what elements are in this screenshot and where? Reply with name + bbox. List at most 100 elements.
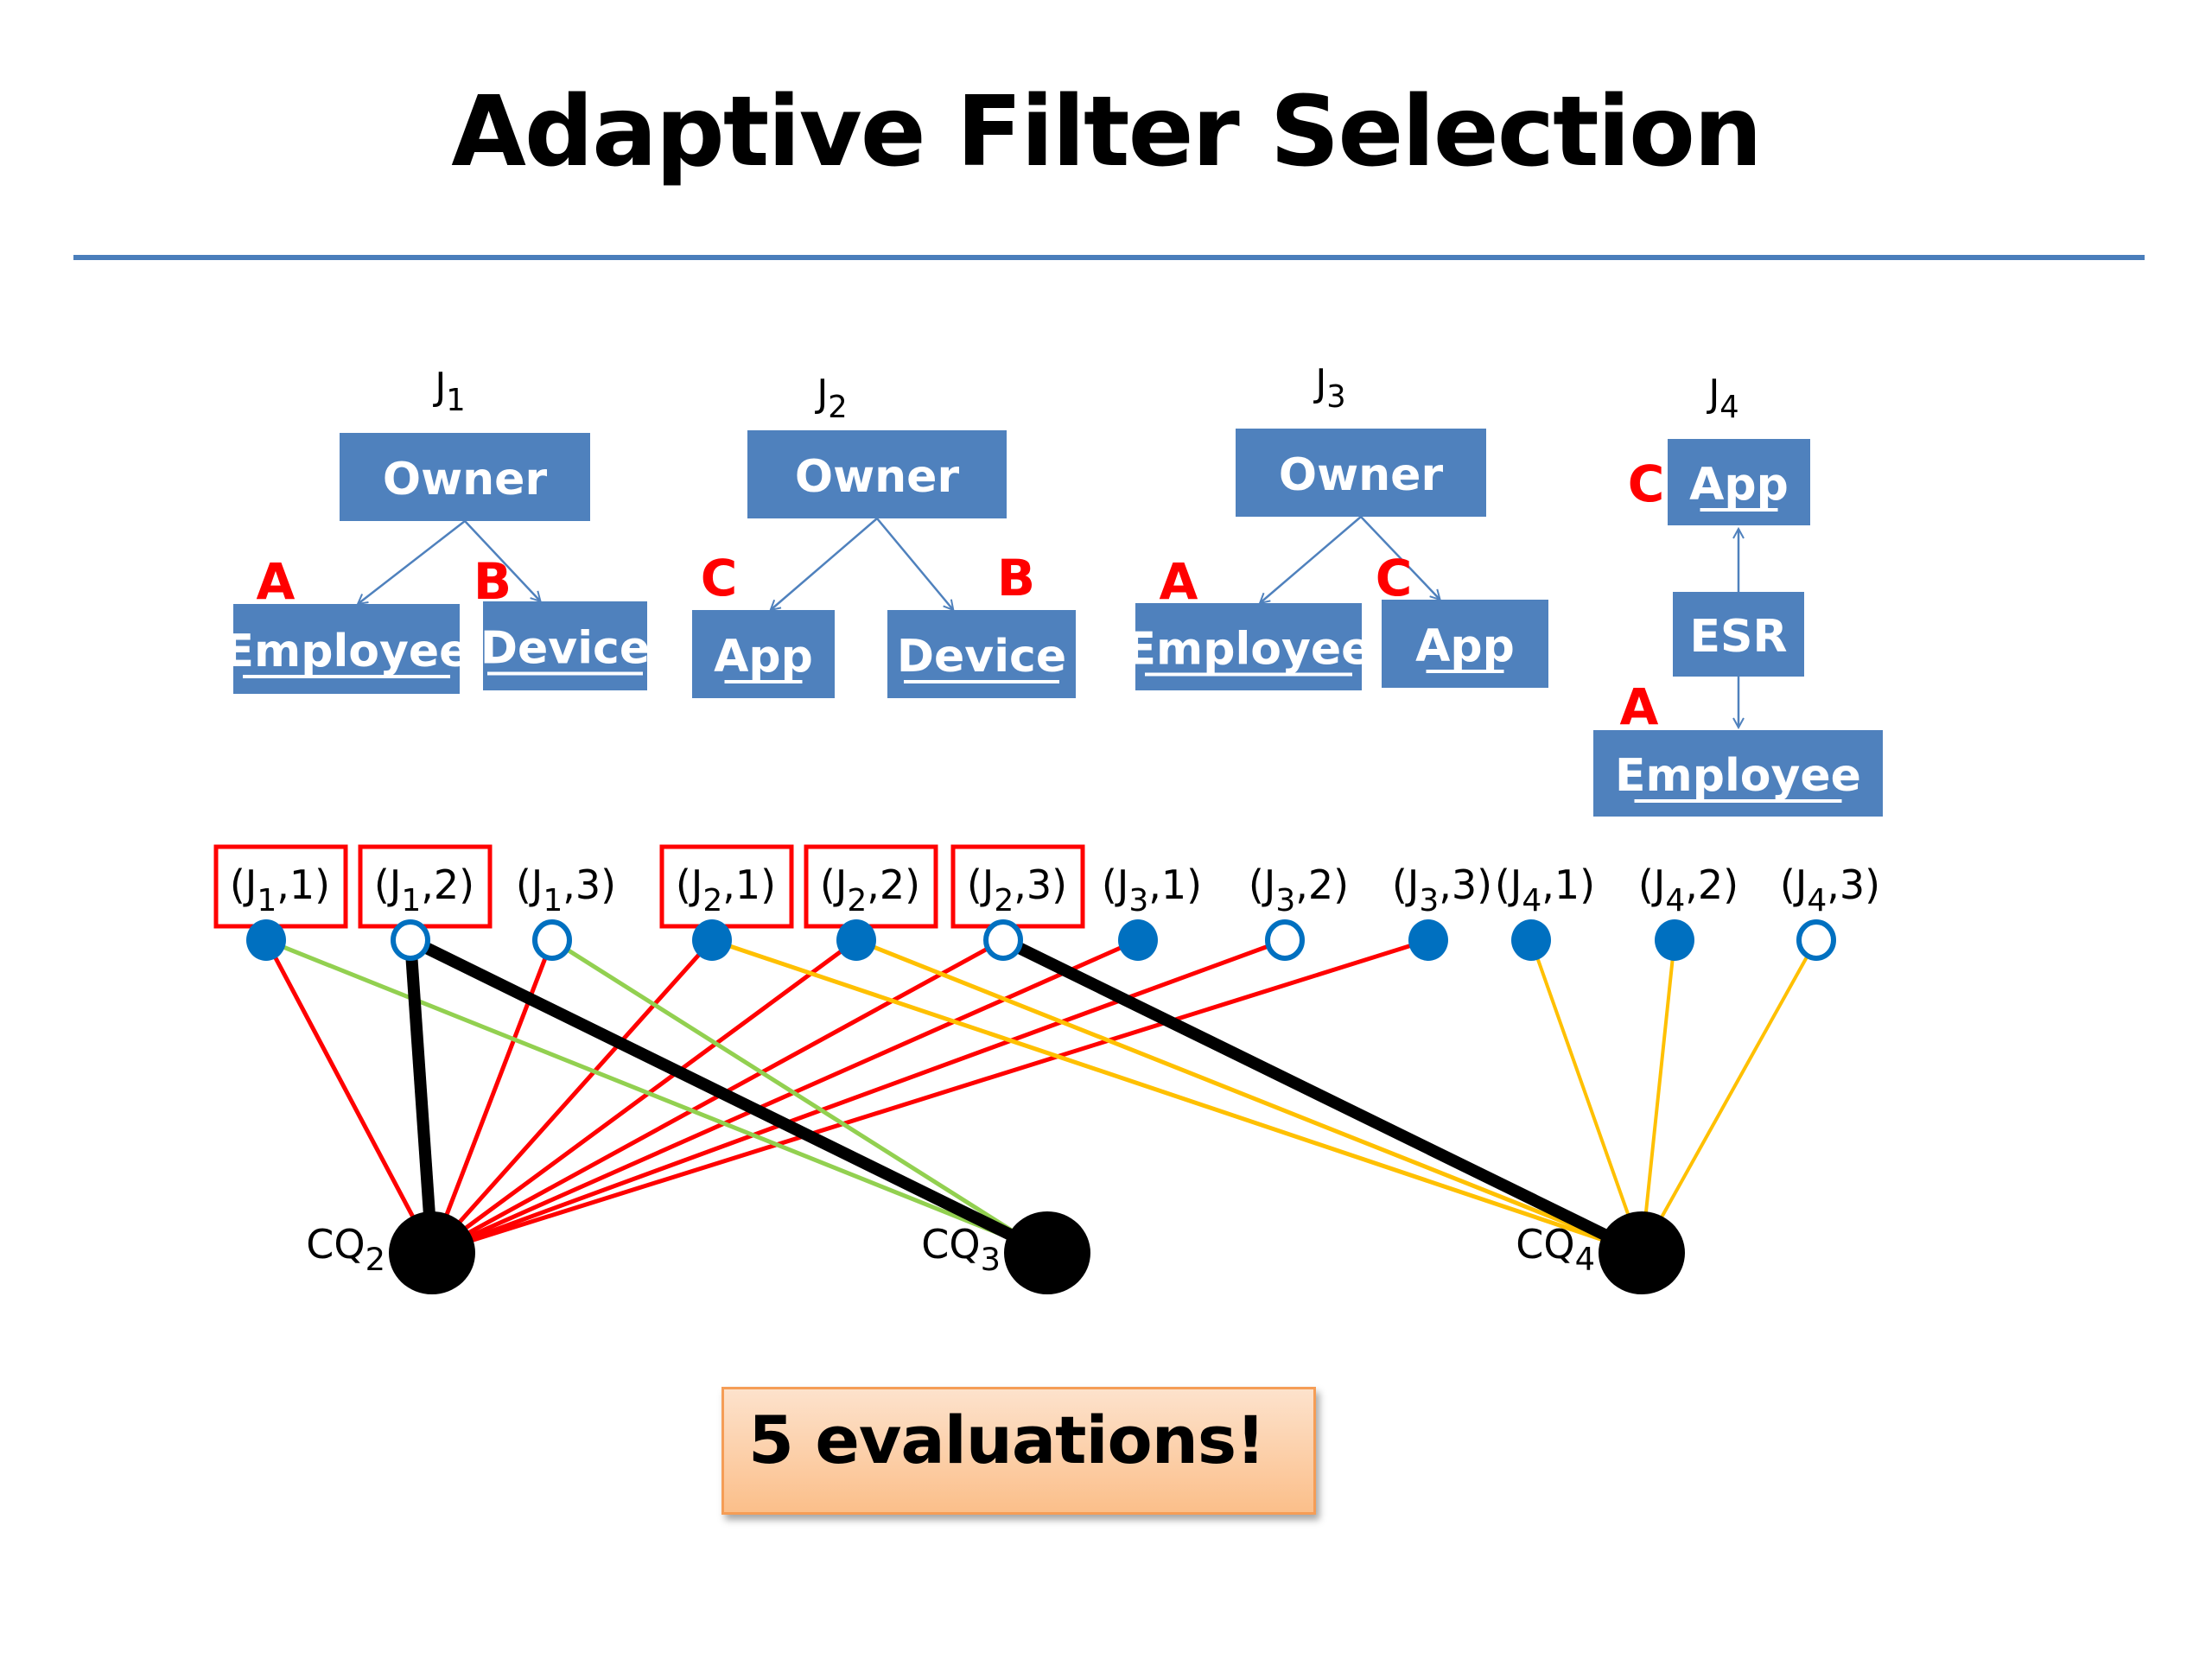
filter-node-label: (J4,3) <box>1780 861 1880 918</box>
query-node-label: CQ4 <box>1516 1221 1595 1278</box>
root-entity-owner: Owner <box>747 430 1007 518</box>
filter-node[interactable]: (J3,2) <box>1249 861 1349 961</box>
edge <box>1000 934 1645 1259</box>
filter-label-c: C <box>701 549 738 607</box>
edge <box>550 938 1049 1255</box>
entity-employee: Employee <box>224 604 470 694</box>
query-node-circle[interactable] <box>1004 1211 1090 1294</box>
filter-node[interactable]: (J3,3) <box>1392 861 1492 961</box>
filled-node[interactable] <box>1118 919 1158 961</box>
filter-label-c: C <box>1376 549 1413 607</box>
filled-node[interactable] <box>692 919 732 961</box>
filter-node[interactable]: (J2,1) <box>659 844 794 961</box>
root-entity-owner: Owner <box>340 433 590 521</box>
edge <box>1529 939 1643 1254</box>
filter-node-label: (J1,2) <box>374 861 474 918</box>
entity-employee-label: Employee <box>1126 624 1372 676</box>
filter-label-a: A <box>1620 677 1659 736</box>
title-divider <box>73 255 2145 260</box>
entity-employee: Employee <box>1593 730 1883 817</box>
entity-device: Device <box>887 610 1076 698</box>
root-entity-owner-label: Owner <box>383 454 548 505</box>
query-node-cq4[interactable]: CQ4 <box>1516 1211 1685 1294</box>
filter-node-label: (J4,1) <box>1495 861 1595 918</box>
join-graph-label: J3 <box>1313 361 1345 415</box>
entity-device-box <box>483 601 647 690</box>
filter-node-label: (J3,3) <box>1392 861 1492 918</box>
filter-node[interactable]: (J1,3) <box>516 861 616 961</box>
query-node-circle[interactable] <box>1599 1211 1685 1294</box>
filter-node-label: (J2,3) <box>967 861 1067 918</box>
entity-app-label: App <box>1415 620 1515 672</box>
filter-node[interactable]: (J2,2) <box>804 844 938 961</box>
hollow-node[interactable] <box>983 919 1023 961</box>
join-arrow <box>358 520 466 604</box>
filled-node[interactable] <box>1655 919 1694 961</box>
filter-label-b: B <box>474 552 512 611</box>
entity-app: App <box>692 610 835 698</box>
entity-employee: Employee <box>1126 603 1372 690</box>
root-entity-owner-box <box>340 433 590 521</box>
root-entity-owner-label: Owner <box>795 451 960 503</box>
entity-device-label: Device <box>480 623 650 675</box>
filter-node-label: (J1,1) <box>230 861 330 918</box>
filter-node-label: (J1,3) <box>516 861 616 918</box>
filter-node[interactable]: (J4,1) <box>1495 861 1595 961</box>
slide-title: Adaptive Filter Selection <box>451 76 1762 188</box>
entity-app: App <box>1668 439 1810 525</box>
edge <box>407 934 1051 1259</box>
entity-esr: ESR <box>1673 592 1804 677</box>
edge <box>429 939 555 1254</box>
join-arrow <box>1360 516 1440 600</box>
filter-node[interactable]: (J1,2) <box>358 844 493 961</box>
join-graph-label: J4 <box>1706 372 1738 425</box>
entity-device: Device <box>480 601 650 690</box>
filter-node[interactable]: (J4,2) <box>1638 861 1738 961</box>
hollow-node[interactable] <box>391 919 430 961</box>
edge <box>430 938 1140 1255</box>
entity-app-label: App <box>1689 459 1789 511</box>
filter-node[interactable]: (J1,1) <box>213 844 348 961</box>
edge <box>264 938 435 1255</box>
filter-node[interactable]: (J2,3) <box>950 844 1085 961</box>
root-entity-owner-label: Owner <box>1279 449 1444 501</box>
join-arrow <box>876 518 953 610</box>
join-arrow <box>1260 516 1362 603</box>
join-graph-label: J2 <box>814 372 847 425</box>
hollow-node[interactable] <box>1265 919 1305 961</box>
edge <box>711 938 1643 1255</box>
query-node-circle[interactable] <box>389 1211 475 1294</box>
entity-employee-label: Employee <box>224 626 470 677</box>
edge <box>404 939 438 1254</box>
entity-app: App <box>1382 600 1548 688</box>
edge <box>430 938 858 1255</box>
filter-node-label: (J4,2) <box>1638 861 1738 918</box>
filter-label-c: C <box>1628 454 1665 513</box>
filter-node-label: (J3,1) <box>1102 861 1202 918</box>
filled-node[interactable] <box>836 919 876 961</box>
filter-label-a: A <box>1160 552 1198 611</box>
query-node-cq3[interactable]: CQ3 <box>921 1211 1090 1294</box>
hollow-node[interactable] <box>1796 919 1836 961</box>
entity-employee-box <box>233 604 460 694</box>
query-node-cq2[interactable]: CQ2 <box>306 1211 475 1294</box>
filled-node[interactable] <box>1511 919 1551 961</box>
evaluations-callout: 5 evaluations! <box>721 1387 1316 1515</box>
filter-node[interactable]: (J4,3) <box>1780 861 1880 961</box>
filter-node[interactable]: (J3,1) <box>1102 861 1202 961</box>
edge <box>855 938 1643 1255</box>
edge <box>1640 939 1676 1254</box>
hollow-node[interactable] <box>532 919 572 961</box>
query-node-label: CQ3 <box>921 1221 1001 1278</box>
filter-node-label: (J3,2) <box>1249 861 1349 918</box>
root-entity-owner-box <box>1236 429 1486 517</box>
filled-node[interactable] <box>1408 919 1448 961</box>
join-arrow <box>464 520 541 601</box>
filled-node[interactable] <box>246 919 286 961</box>
entity-esr-box <box>1673 592 1804 677</box>
